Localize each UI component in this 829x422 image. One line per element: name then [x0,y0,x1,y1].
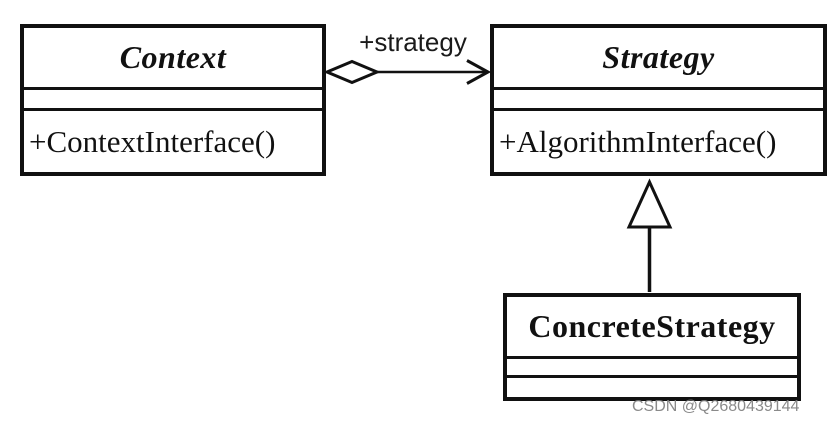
class-title-strategy: Strategy [602,39,715,75]
class-method-strategy: +AlgorithmInterface() [494,108,823,172]
csdn-watermark: CSDN @Q2680439144 [632,398,800,415]
class-title-context: Context [119,39,227,75]
association-label-strategy: +strategy [359,27,467,57]
inheritance-triangle [626,178,673,229]
class-attributes-strategy [494,87,823,108]
class-title-concrete-strategy: ConcreteStrategy [528,308,776,344]
class-box-concrete-strategy: ConcreteStrategy [503,293,801,401]
class-attributes-context [24,87,322,108]
class-box-strategy: Strategy +AlgorithmInterface() [490,24,827,176]
class-method-context: +ContextInterface() [24,108,322,172]
class-methods-concrete-strategy [507,375,797,397]
class-box-context: Context +ContextInterface() [20,24,326,176]
association-arrowhead [466,59,492,85]
class-attributes-concrete-strategy [507,356,797,375]
aggregation-diamond [323,59,381,85]
